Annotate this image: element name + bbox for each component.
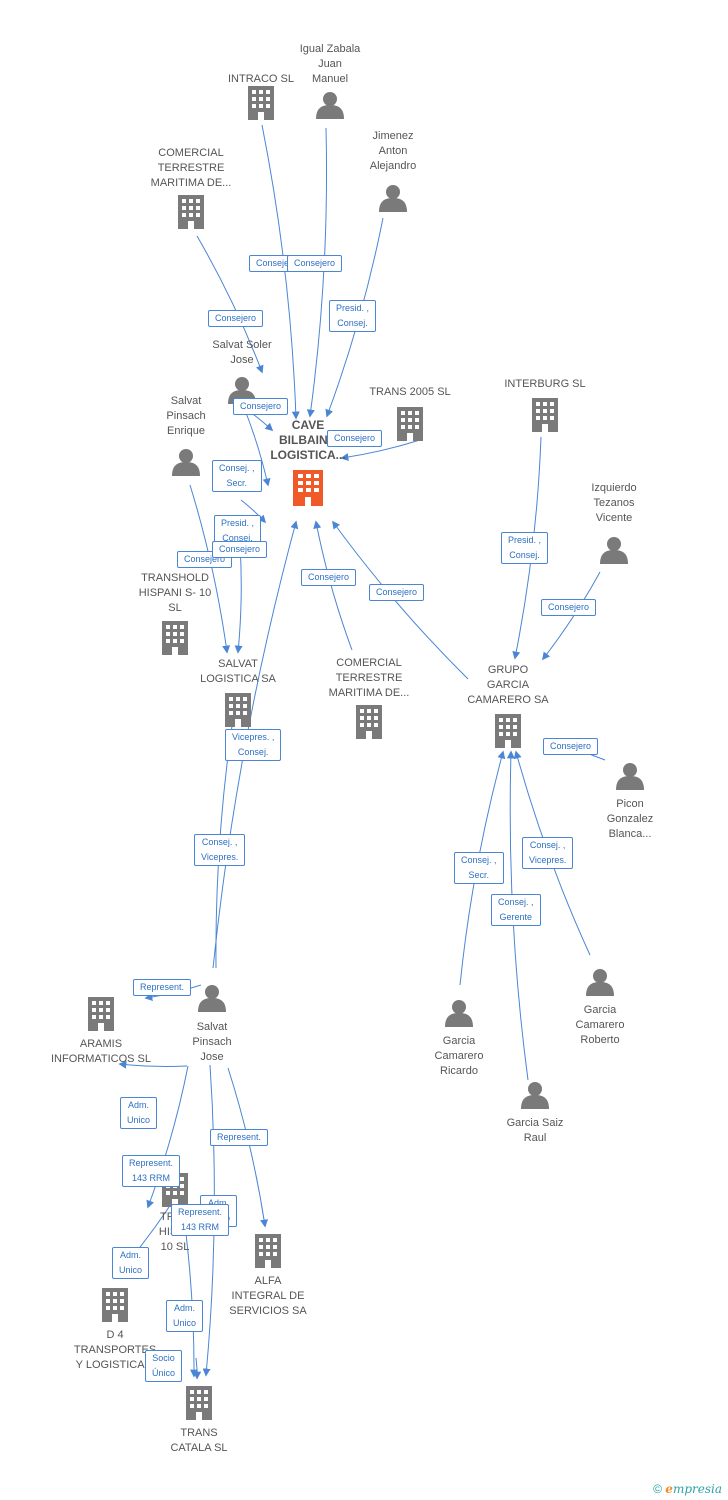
building-icon[interactable] (356, 705, 382, 739)
edge-role-label[interactable]: Consej. , Secr. (212, 460, 262, 492)
edge-line (189, 484, 231, 654)
node-label-alfa[interactable]: ALFA INTEGRAL DE SERVICIOS SA (229, 1275, 307, 1317)
edge-line (313, 520, 353, 651)
edge-role-label[interactable]: Consejero (208, 310, 264, 327)
empresia-footer[interactable]: © empresia (653, 1482, 722, 1496)
node-label-garcia_roberto[interactable]: Garcia Camarero Roberto (575, 1004, 625, 1046)
node-label-trans_catala[interactable]: TRANS CATALA SL (170, 1427, 228, 1454)
node-label-salvat_jose[interactable]: Salvat Pinsach Jose (192, 1021, 232, 1063)
edge-line (193, 1357, 202, 1380)
edge-role-label[interactable]: Consej. , Secr. (454, 852, 504, 884)
edge-role-label[interactable]: Represent. 143 RRM (122, 1155, 181, 1187)
building-icon[interactable] (178, 195, 204, 229)
main-company-icon[interactable] (293, 470, 323, 506)
person-icon[interactable] (600, 537, 628, 564)
edge-role-label[interactable]: Socio Único (145, 1350, 183, 1382)
empresia-logo: empresia (665, 1482, 722, 1496)
person-icon[interactable] (521, 1082, 549, 1109)
node-label-salvat_enrique[interactable]: Salvat Pinsach Enrique (166, 395, 206, 437)
edge-role-label[interactable]: Presid. , Consej. (501, 532, 549, 564)
edge-role-label[interactable]: Presid. , Consej. (329, 300, 377, 332)
edge-role-label[interactable]: Adm. Unico (166, 1300, 204, 1332)
copyright-symbol: © (653, 1482, 662, 1496)
edge-role-label[interactable]: Adm. Unico (112, 1247, 150, 1279)
node-label-comercial2[interactable]: COMERCIAL TERRESTRE MARITIMA DE... (328, 657, 410, 699)
edge-role-label[interactable]: Consejero (543, 738, 599, 755)
edge-line (146, 1065, 189, 1209)
edge-role-label[interactable]: Represent. 143 RRM (171, 1204, 230, 1236)
edge-line (227, 1067, 268, 1228)
edge-role-label[interactable]: Consej. , Vicepres. (194, 834, 246, 866)
edge-line (118, 1060, 188, 1069)
edge-line (332, 520, 469, 680)
node-label-d4[interactable]: D 4 TRANSPORTES Y LOGISTICA S (73, 1329, 157, 1371)
node-label-picon[interactable]: Picon Gonzalez Blanca... (606, 798, 654, 840)
edge-role-label[interactable]: Consejero (327, 430, 383, 447)
edge-role-label[interactable]: Represent. (210, 1129, 269, 1146)
edge-line (306, 127, 328, 418)
node-label-grupo[interactable]: GRUPO GARCIA CAMARERO SA (467, 664, 549, 706)
person-icon[interactable] (586, 969, 614, 996)
node-label-aramis[interactable]: ARAMIS INFORMATICOS SL (50, 1038, 152, 1065)
edge-role-label[interactable]: Consej. , Vicepres. (522, 837, 574, 869)
node-label-jimenez[interactable]: Jimenez Anton Alejandro (369, 130, 417, 172)
edge-role-label[interactable]: Consejero (301, 569, 357, 586)
edge-role-label[interactable]: Consejero (233, 398, 289, 415)
building-icon[interactable] (162, 621, 188, 655)
node-label-comercial1[interactable]: COMERCIAL TERRESTRE MARITIMA DE... (150, 147, 232, 189)
edge-role-label[interactable]: Consejero (287, 255, 343, 272)
building-icon[interactable] (255, 1234, 281, 1268)
node-label-garcia_ricardo[interactable]: Garcia Camarero Ricardo (434, 1035, 484, 1077)
building-icon[interactable] (186, 1386, 212, 1420)
edge-line (240, 499, 267, 524)
edge-role-label[interactable]: Consejero (369, 584, 425, 601)
node-label-igual[interactable]: Igual Zabala Juan Manuel (299, 43, 361, 85)
building-icon[interactable] (88, 997, 114, 1031)
edge-role-label[interactable]: Vicepres. , Consej. (225, 729, 282, 761)
node-label-transhold1[interactable]: TRANSHOLD HISPANI S- 10 SL (138, 572, 212, 614)
building-icon[interactable] (248, 86, 274, 120)
person-icon[interactable] (172, 449, 200, 476)
person-icon[interactable] (445, 1000, 473, 1027)
edge-role-label[interactable]: Adm. Unico (120, 1097, 158, 1129)
main-company-label[interactable]: CAVE BILBAINO LOGISTICA... (270, 418, 346, 462)
node-label-salvat_log[interactable]: SALVAT LOGISTICA SA (200, 658, 276, 685)
person-icon[interactable] (316, 92, 344, 119)
node-label-salvat_soler[interactable]: Salvat Soler Jose (212, 339, 272, 366)
node-label-trans2005[interactable]: TRANS 2005 SL (369, 386, 451, 398)
building-icon[interactable] (397, 407, 423, 441)
node-label-izquierdo[interactable]: Izquierdo Tezanos Vicente (591, 482, 637, 524)
building-icon[interactable] (495, 714, 521, 748)
person-icon[interactable] (379, 185, 407, 212)
building-icon[interactable] (532, 398, 558, 432)
edge-role-label[interactable]: Represent. (133, 979, 192, 996)
edge-role-label[interactable]: Consej. , Gerente (491, 894, 541, 926)
node-label-intraco[interactable]: INTRACO SL (227, 73, 294, 85)
node-label-interburg[interactable]: INTERBURG SL (504, 378, 586, 390)
edge-line (542, 571, 601, 661)
person-icon[interactable] (616, 763, 644, 790)
person-icon[interactable] (198, 985, 226, 1012)
building-icon[interactable] (225, 693, 251, 727)
edge-line (196, 235, 264, 374)
edge-role-label[interactable]: Consejero (212, 541, 268, 558)
edge-line (340, 439, 421, 462)
building-icon[interactable] (102, 1288, 128, 1322)
edge-role-label[interactable]: Consejero (541, 599, 597, 616)
node-label-garcia_raul[interactable]: Garcia Saiz Raul (506, 1117, 564, 1144)
